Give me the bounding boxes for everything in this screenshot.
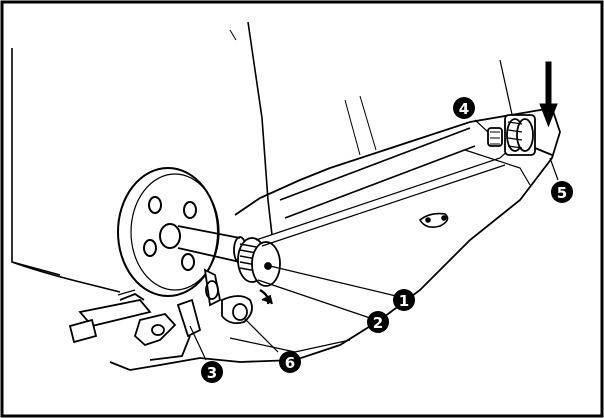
plate-slot (418, 212, 449, 228)
callout-leaders (189, 119, 559, 361)
down-arrow-icon (539, 61, 558, 128)
callout-2: 2 (367, 311, 389, 333)
machine-body (11, 21, 273, 293)
winder-shaft (279, 95, 476, 219)
hand-wheel (117, 167, 220, 297)
callout-label-2: 2 (373, 314, 383, 332)
callout-label-3: 3 (207, 364, 217, 382)
callout-3: 3 (201, 361, 223, 383)
callout-1: 1 (393, 289, 415, 311)
callout-label-5: 5 (557, 184, 567, 202)
callout-label-6: 6 (285, 354, 295, 372)
callout-5: 5 (551, 181, 573, 203)
callout-label-1: 1 (399, 292, 409, 310)
bobbin-latch-lever (149, 268, 273, 361)
callout-label-4: 4 (459, 100, 469, 118)
thread-tension-unit (487, 114, 553, 156)
callout-4: 4 (453, 97, 475, 119)
callout-6: 6 (279, 351, 301, 373)
front-bracket (68, 289, 177, 347)
bobbin (237, 237, 281, 287)
